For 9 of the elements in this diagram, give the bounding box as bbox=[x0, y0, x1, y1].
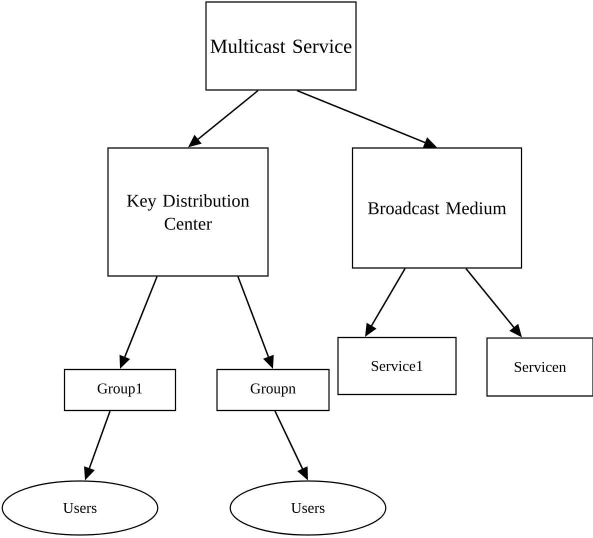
box: Servicen bbox=[486, 337, 593, 397]
box: Multicast Service bbox=[205, 1, 357, 91]
box: Key Distribution Center bbox=[107, 147, 269, 277]
box: Groupn bbox=[216, 368, 330, 412]
box: Group1 bbox=[64, 368, 176, 412]
ellipse-node: Users bbox=[2, 480, 158, 536]
box: Broadcast Medium bbox=[352, 147, 522, 269]
ellipse-node: Users bbox=[230, 480, 386, 536]
box: Service1 bbox=[337, 336, 457, 396]
